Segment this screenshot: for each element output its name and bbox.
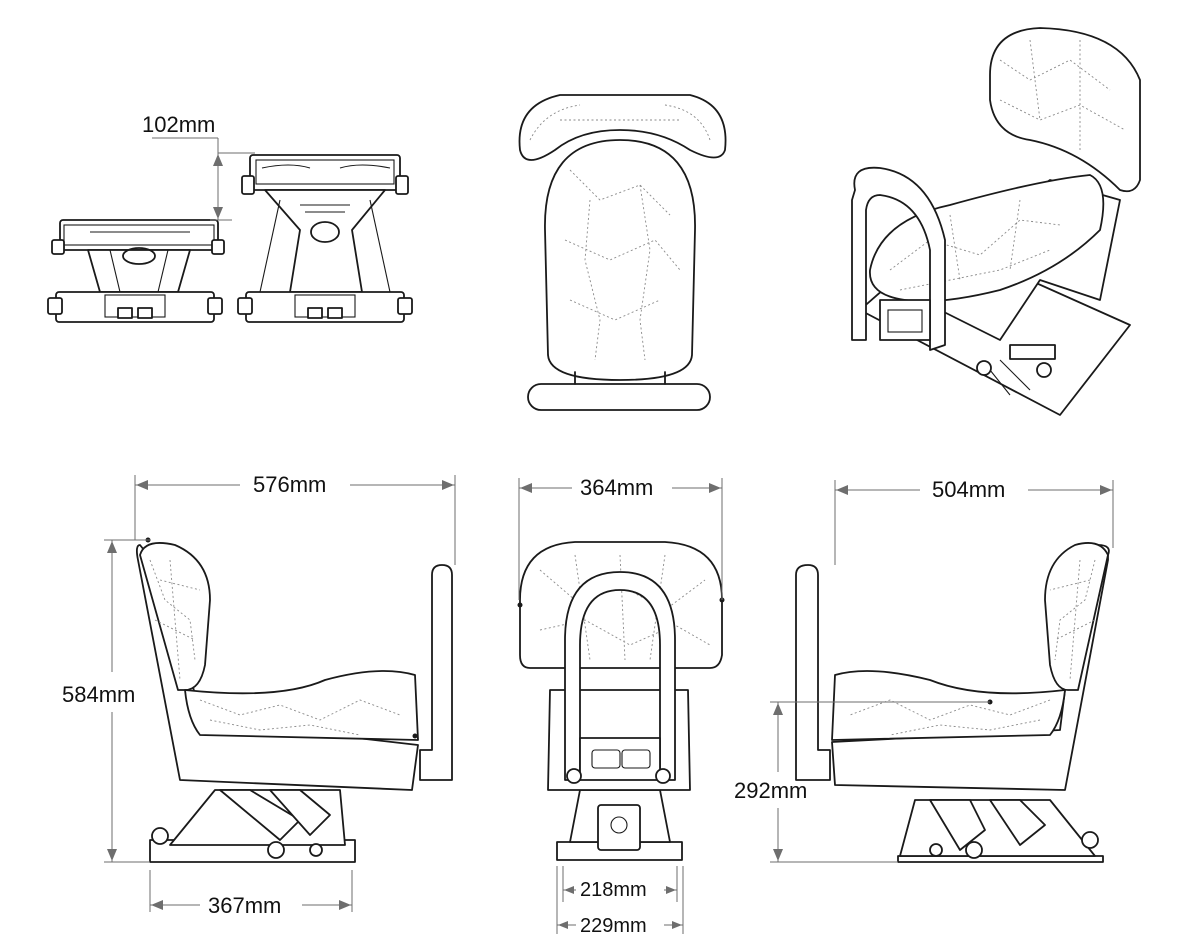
dimension-label: 229mm xyxy=(580,915,647,937)
dimension-label: 102mm xyxy=(142,112,215,137)
dimension-584mm: 584mm xyxy=(62,539,150,863)
dimension-576mm: 576mm xyxy=(134,472,456,565)
left-side-view xyxy=(135,537,453,863)
dimension-504mm: 504mm xyxy=(834,477,1114,565)
dimension-364mm: 364mm xyxy=(518,475,723,600)
top-view xyxy=(518,94,727,411)
dimension-367mm: 367mm xyxy=(149,870,353,918)
dimension-label: 364mm xyxy=(580,475,653,500)
dimension-label: 504mm xyxy=(932,477,1005,502)
right-side-view xyxy=(795,542,1110,863)
front-view xyxy=(517,541,725,861)
dimension-292mm: 292mm xyxy=(734,701,990,863)
dimension-label: 292mm xyxy=(734,778,807,803)
dimension-229mm: 229mm xyxy=(556,866,684,937)
isometric-view xyxy=(851,27,1141,416)
dimension-label: 367mm xyxy=(208,893,281,918)
dimension-102mm: 102mm xyxy=(142,112,255,221)
slider-extended-view xyxy=(237,154,413,323)
dimension-label: 576mm xyxy=(253,472,326,497)
dimension-label: 218mm xyxy=(580,879,647,901)
dimension-218mm: 218mm xyxy=(562,866,678,902)
dimension-label: 584mm xyxy=(62,682,135,707)
slider-retracted-view xyxy=(47,219,225,323)
